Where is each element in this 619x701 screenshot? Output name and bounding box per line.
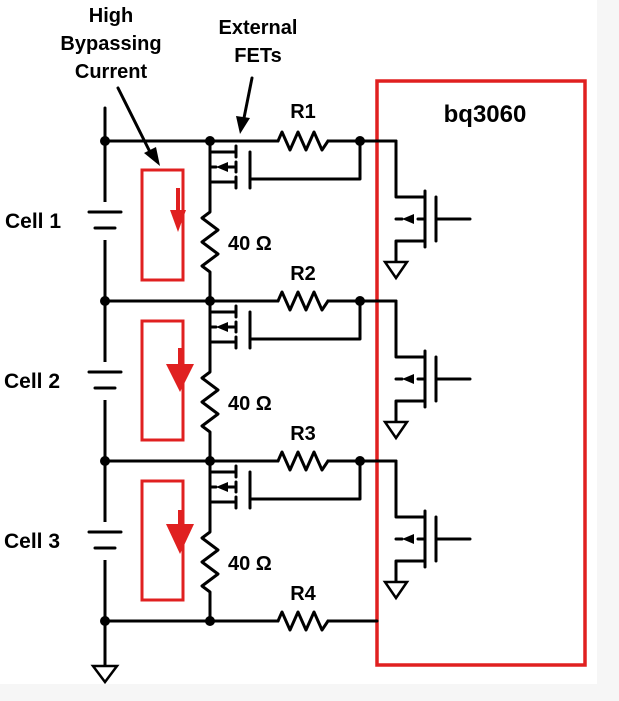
bypass-current-indicator-1 (140, 168, 186, 282)
high-bypass-label-line3: Current (75, 61, 148, 83)
cell-1-label: Cell 1 (5, 210, 61, 233)
resistor-r2 (276, 290, 330, 312)
external-fet-2 (208, 299, 362, 362)
junction-dots (100, 136, 365, 626)
bleed-resistor-1-label: 40 Ω (228, 233, 272, 255)
bq3060-ic-label: bq3060 (444, 101, 527, 128)
r3-label: R3 (290, 423, 316, 445)
cell-1-battery (87, 202, 123, 240)
r4-label: R4 (290, 583, 316, 605)
high-bypass-label-line2: Bypassing (60, 33, 161, 55)
bypass-current-indicator-3 (140, 479, 194, 602)
bleed-resistor-2-label: 40 Ω (228, 393, 272, 415)
bq3060-ic-box (375, 79, 587, 667)
cell-2-label: Cell 2 (4, 370, 60, 393)
bypass-current-indicator-2 (140, 319, 194, 442)
external-fets-label-line2: FETs (234, 45, 281, 67)
cell-3-battery (87, 522, 123, 560)
r1-label: R1 (290, 101, 316, 123)
r2-label: R2 (290, 263, 316, 285)
bypass-pointer-arrow (116, 86, 160, 166)
cell-3-label: Cell 3 (4, 530, 60, 553)
internal-fet-3 (382, 459, 472, 601)
bleed-resistor-3 (200, 518, 220, 623)
high-bypass-label-line1: High (89, 5, 133, 27)
internal-fet-2 (382, 299, 472, 441)
resistor-r1 (276, 130, 330, 152)
cell-2-battery (87, 362, 123, 400)
rail-ground-symbol (90, 664, 120, 685)
resistor-r3 (276, 450, 330, 472)
external-fets-label-line1: External (219, 17, 298, 39)
external-fet-1 (208, 139, 362, 202)
bleed-resistor-2 (200, 358, 220, 463)
resistor-r4 (276, 610, 330, 632)
bleed-resistor-3-label: 40 Ω (228, 553, 272, 575)
diagram-background (0, 0, 597, 684)
bleed-resistor-1 (200, 198, 220, 303)
internal-fet-1 (382, 139, 472, 281)
external-fet-3 (208, 459, 362, 522)
fets-pointer-arrow (236, 76, 254, 134)
